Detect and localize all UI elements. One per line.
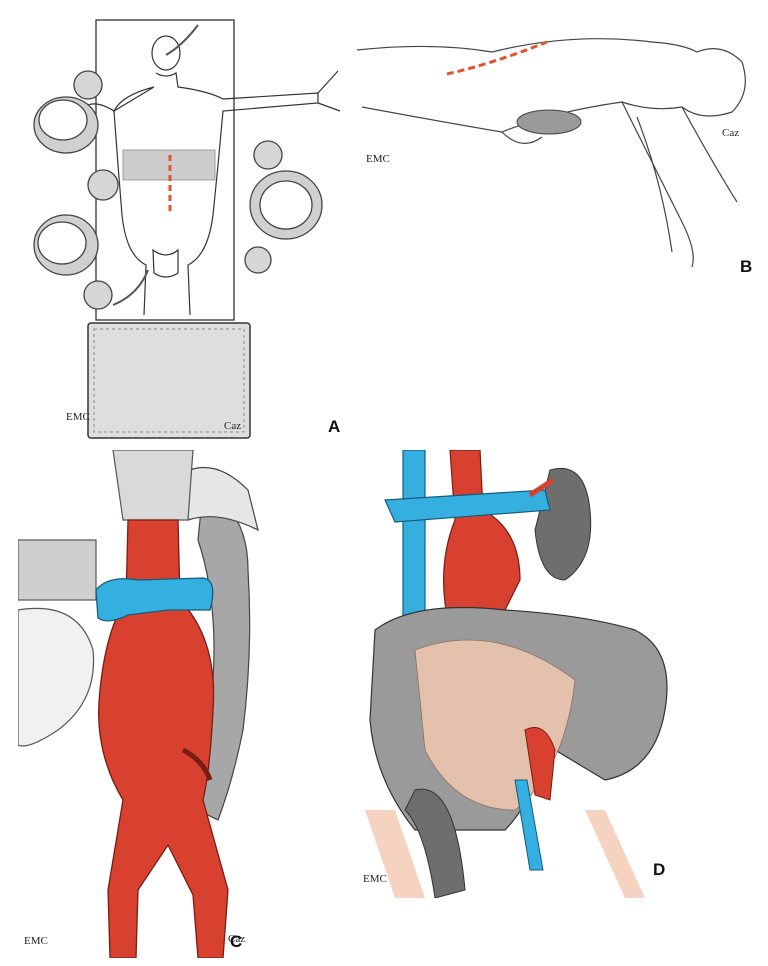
panel-label-b: B bbox=[740, 257, 753, 276]
panel-b: EMC Caz B bbox=[352, 12, 762, 282]
patient-lateral-body bbox=[356, 38, 746, 268]
signature-emc-d: EMC bbox=[363, 873, 387, 885]
signature-emc-c: EMC bbox=[24, 935, 48, 947]
left-renal-vein bbox=[95, 577, 214, 622]
artist-signature-c: Caz bbox=[228, 933, 245, 945]
panel-label-d: D bbox=[653, 860, 666, 879]
retracted-bowel-left bbox=[18, 539, 97, 747]
patient-body bbox=[87, 35, 341, 316]
abdominal-aortic-aneurysm bbox=[98, 519, 229, 958]
panel-label-a: A bbox=[328, 417, 341, 436]
panel-a-illustration: EMC Caz bbox=[33, 19, 341, 439]
panel-d-illustration: EMC bbox=[363, 450, 668, 898]
inferior-vena-cava bbox=[402, 450, 426, 621]
artist-signature-a: Caz bbox=[224, 420, 241, 432]
positioning-bolster bbox=[516, 109, 582, 135]
panel-a: EMC Caz A bbox=[18, 15, 353, 440]
panel-c-illustration: EMC Caz bbox=[18, 450, 259, 958]
table-extension-pad bbox=[87, 322, 251, 439]
signature-emc-b: EMC bbox=[366, 153, 390, 165]
inferior-mesenteric-artery bbox=[181, 747, 213, 781]
operating-table bbox=[95, 19, 235, 321]
surgical-light-cluster bbox=[33, 70, 323, 310]
artist-signature-b: Caz bbox=[722, 127, 739, 139]
aorta bbox=[442, 450, 521, 631]
panel-c: EMC Caz C bbox=[18, 450, 356, 958]
iliac-vein bbox=[514, 779, 544, 871]
panel-b-illustration: EMC Caz bbox=[356, 38, 746, 268]
thoracoabdominal-incision bbox=[446, 40, 548, 76]
iliac-artery bbox=[524, 727, 556, 801]
retractor-blade bbox=[112, 450, 194, 521]
left-renal-vein bbox=[384, 489, 551, 523]
spleen bbox=[534, 468, 592, 581]
signature-emc-a: EMC bbox=[66, 411, 90, 423]
panel-label-c: C bbox=[230, 932, 243, 951]
panel-d: EMC D bbox=[355, 450, 693, 898]
